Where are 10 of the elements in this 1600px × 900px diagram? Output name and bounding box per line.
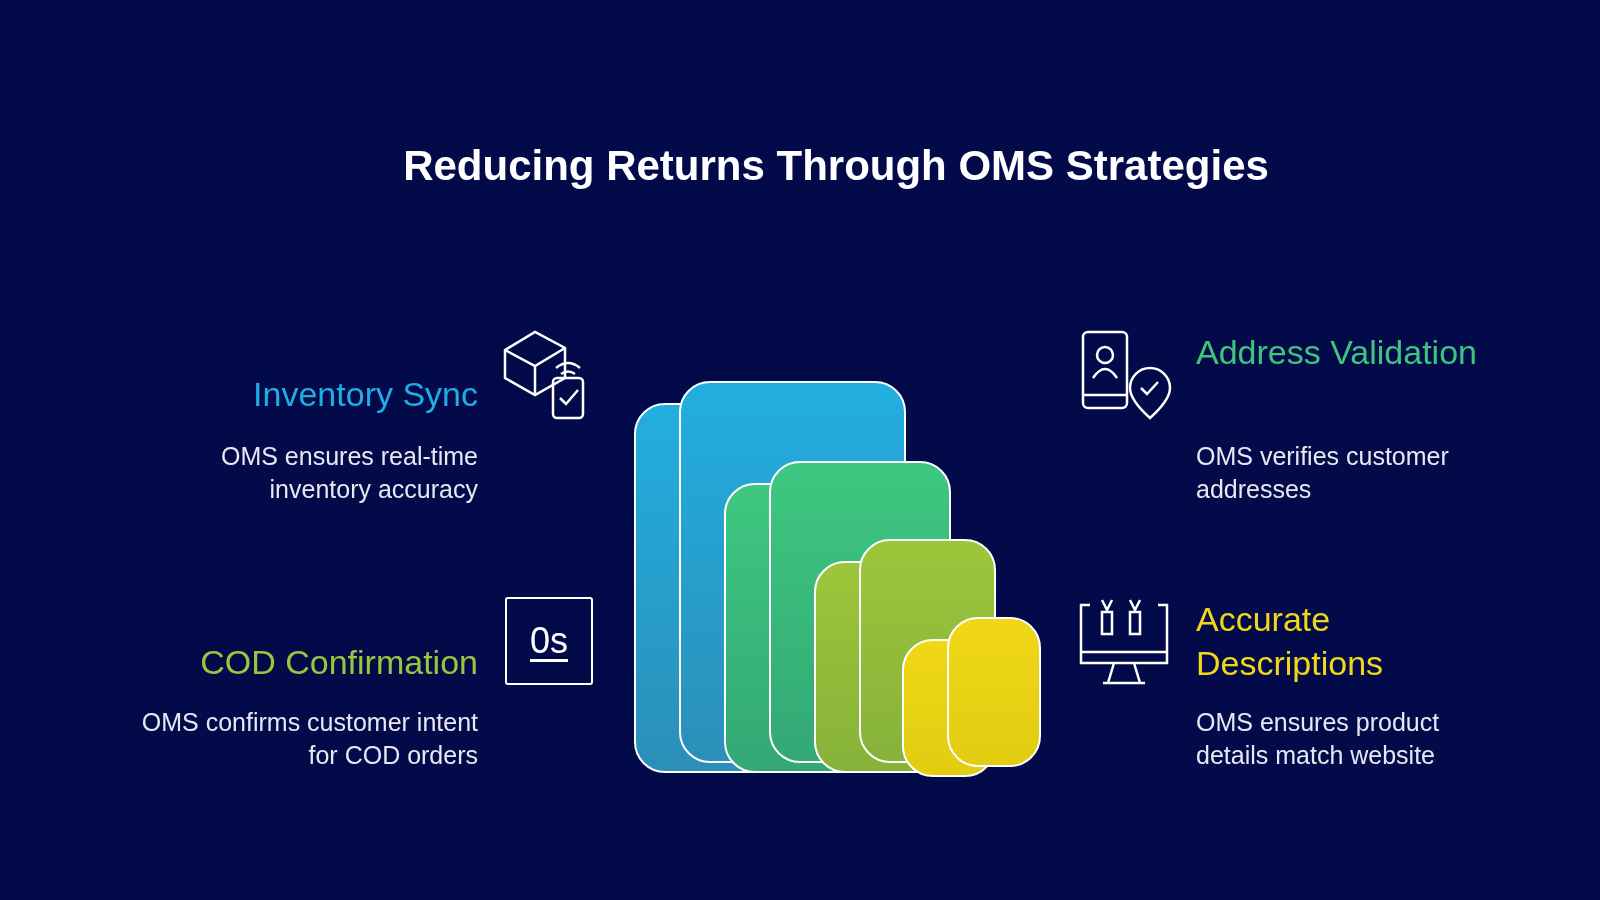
seconds-text: 0s <box>530 620 568 662</box>
strategy-description: OMS verifies customer addresses <box>1196 441 1450 505</box>
strategy-heading: Address Validation <box>1196 332 1478 373</box>
strategy-description: OMS confirms customer intent for COD orders <box>140 707 478 771</box>
strategy-heading: COD Confirmation <box>199 642 478 683</box>
strategy-heading: Inventory Sync <box>252 374 478 415</box>
title: Reducing Returns Through OMS Strategies <box>402 142 1270 190</box>
strategy-description: OMS ensures real-time inventory accuracy <box>219 441 478 505</box>
strategy-heading: Accurate Descriptions <box>1196 599 1385 684</box>
strategy-description: OMS ensures product details match website <box>1196 707 1441 771</box>
